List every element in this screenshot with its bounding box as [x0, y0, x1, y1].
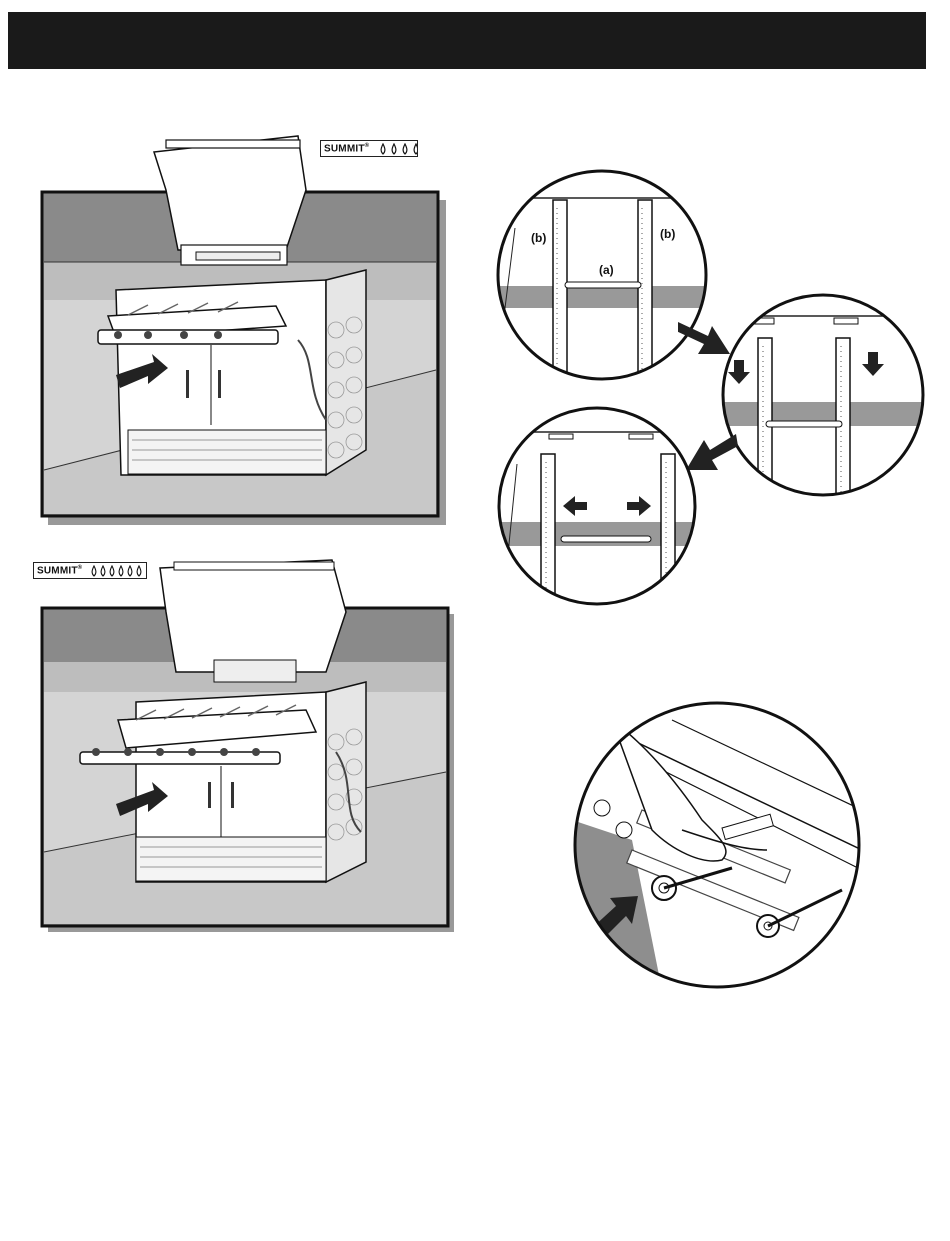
detail-circle-hand-pulling — [572, 700, 862, 990]
label-a: (a) — [599, 263, 614, 277]
detail-circle-tubes-lowered — [718, 290, 928, 500]
header-bar — [8, 12, 926, 69]
detail-circle-tubes-spread — [495, 404, 700, 609]
grill-4-burner-illustration — [36, 130, 446, 530]
grill-6-burner-illustration — [36, 552, 456, 932]
label-b-right: (b) — [660, 227, 675, 241]
label-b-left: (b) — [531, 231, 546, 245]
